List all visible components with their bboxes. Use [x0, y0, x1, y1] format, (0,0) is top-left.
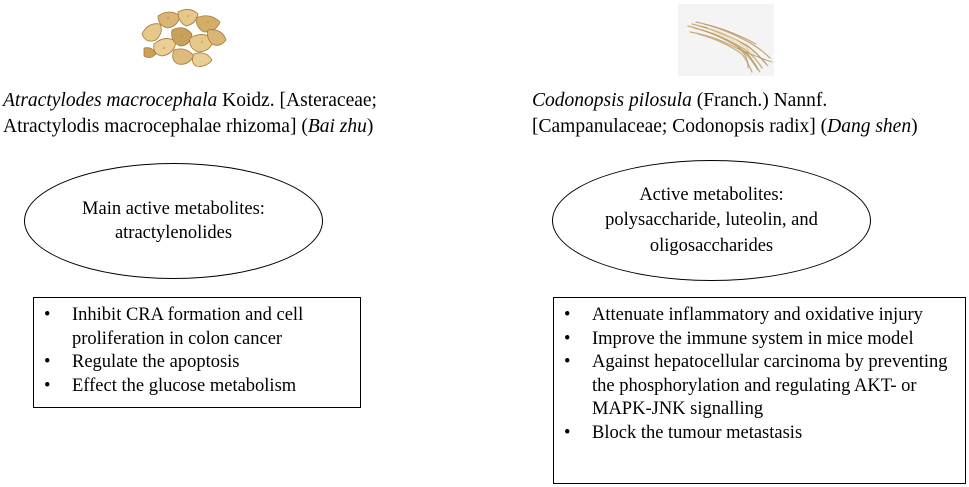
bai-zhu-effects-box: • Inhibit CRA formation and cell prolifer…: [33, 297, 361, 408]
effect-item: • Effect the glucose metabolism: [40, 375, 352, 399]
bullet-icon: •: [564, 305, 571, 325]
bai-zhu-latin-name: Atractylodes macrocephala: [3, 90, 218, 111]
effect-text: Improve the immune system in mice model: [592, 328, 914, 349]
bullet-icon: •: [44, 352, 51, 372]
dang-shen-common-name: Dang shen: [827, 116, 912, 137]
bai-zhu-close-paren: ): [366, 116, 374, 137]
dried-root-bundle-icon: [678, 4, 774, 76]
bullet-icon: •: [44, 375, 51, 396]
dang-shen-name-line1: Codonopsis pilosula (Franch.) Nannf.: [532, 88, 918, 114]
effect-text: Effect the glucose metabolism: [72, 375, 297, 396]
bullet-icon: •: [564, 352, 571, 372]
dang-shen-name-line2: [Campanulaceae; Codonopsis radix] (Dang …: [532, 114, 918, 140]
dang-shen-effects-box: • Attenuate inflammatory and oxidative in…: [553, 297, 966, 484]
dried-rhizome-slices-icon: [141, 9, 227, 67]
effect-item: • Inhibit CRA formation and cell prolifer…: [40, 304, 352, 351]
bullet-icon: •: [564, 422, 571, 443]
bai-zhu-effects-list: • Inhibit CRA formation and cell prolifer…: [40, 304, 352, 398]
dang-shen-latin-name: Codonopsis pilosula: [532, 90, 692, 111]
effect-item: • Attenuate inflammatory and oxidative in…: [560, 304, 957, 328]
bullet-icon: •: [44, 305, 51, 325]
dang-shen-close-paren: ): [911, 116, 918, 137]
dang-shen-metabolites-list: polysaccharide, luteolin, and: [605, 209, 818, 230]
effect-item: • Block the tumour metastasis: [560, 422, 957, 446]
dang-shen-image: [678, 4, 774, 76]
effect-item: • Improve the immune system in mice model: [560, 328, 957, 352]
effect-item: • Regulate the apoptosis: [40, 351, 352, 375]
bai-zhu-image: [134, 4, 230, 72]
bai-zhu-authority: Koidz. [Asteraceae;: [217, 90, 377, 111]
effect-text: Block the tumour metastasis: [592, 422, 803, 443]
dang-shen-family-drug: [Campanulaceae; Codonopsis radix] (: [532, 116, 828, 137]
bai-zhu-name-line2: Atractylodis macrocephalae rhizoma] (Bai…: [3, 114, 377, 140]
dang-shen-effects-list: • Attenuate inflammatory and oxidative in…: [560, 304, 957, 445]
dang-shen-authority: (Franch.) Nannf.: [691, 90, 828, 111]
bai-zhu-metabolites-list: atractylenolides: [114, 223, 233, 243]
effect-item: • Against hepatocellular carcinoma by pre…: [560, 351, 957, 422]
dang-shen-name: Codonopsis pilosula (Franch.) Nannf. [Ca…: [532, 88, 918, 140]
effect-text: Against hepatocellular carcinoma by prev…: [592, 352, 948, 419]
left-herb-panel: Atractylodes macrocephala Koidz. [Astera…: [0, 0, 480, 487]
effect-text: Attenuate inflammatory and oxidative inj…: [592, 305, 923, 325]
bai-zhu-common-name: Bai zhu: [307, 116, 367, 137]
effect-text: Inhibit CRA formation and cell prolifera…: [72, 305, 304, 349]
bullet-icon: •: [564, 328, 571, 349]
bai-zhu-metabolites-heading: Main active metabolites:: [82, 199, 265, 219]
bai-zhu-name: Atractylodes macrocephala Koidz. [Astera…: [3, 88, 377, 140]
right-herb-panel: Codonopsis pilosula (Franch.) Nannf. [Ca…: [484, 0, 969, 487]
effect-text: Regulate the apoptosis: [72, 352, 240, 372]
bai-zhu-name-line1: Atractylodes macrocephala Koidz. [Astera…: [3, 88, 377, 114]
dang-shen-metabolites-ellipse: Active metabolites: polysaccharide, lute…: [552, 160, 871, 281]
dang-shen-metabolites-list-cont: oligosaccharides: [649, 235, 774, 256]
dang-shen-metabolites-heading: Active metabolites:: [639, 184, 784, 205]
bai-zhu-metabolites-ellipse: Main active metabolites: atractylenolide…: [24, 163, 323, 279]
bai-zhu-family-drug: Atractylodis macrocephalae rhizoma] (: [3, 116, 308, 137]
